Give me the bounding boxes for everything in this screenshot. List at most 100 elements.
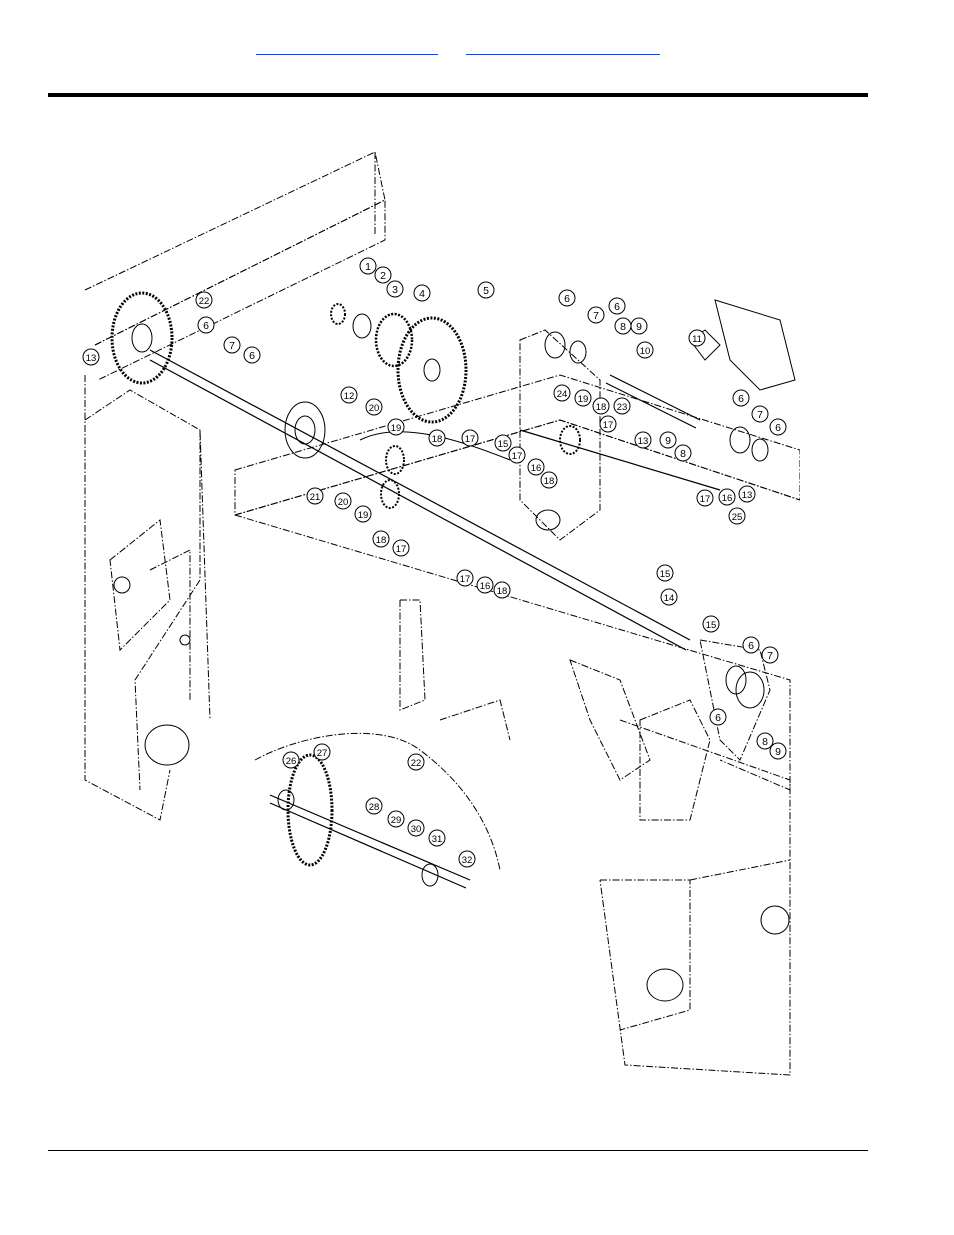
callout-circle (696, 489, 714, 507)
callout-circle (709, 708, 727, 726)
callout-number: 6 (775, 422, 781, 434)
callout-circle (540, 471, 558, 489)
header-link-right[interactable] (466, 40, 660, 55)
callout-8: 8 (756, 732, 774, 750)
callout-number: 8 (680, 448, 686, 460)
callout-circle (195, 291, 213, 309)
callout-circle (392, 539, 410, 557)
callout-7: 7 (761, 646, 779, 664)
callout-18: 18 (428, 429, 446, 447)
callout-number: 7 (593, 310, 599, 322)
callout-circle (634, 431, 652, 449)
callout-number: 15 (660, 569, 671, 580)
callout-number: 8 (620, 321, 626, 333)
callout-circle (769, 742, 787, 760)
callout-9: 9 (769, 742, 787, 760)
callout-number: 17 (603, 420, 614, 431)
callout-circle (656, 564, 674, 582)
callout-circle (340, 386, 358, 404)
callout-circle (702, 615, 720, 633)
callout-3: 3 (386, 280, 404, 298)
callout-17: 17 (508, 446, 526, 464)
callout-6: 6 (742, 636, 760, 654)
callout-6: 6 (243, 346, 261, 364)
callout-number: 17 (465, 434, 476, 445)
callout-circle (494, 434, 512, 452)
callout-5: 5 (477, 281, 495, 299)
callout-circle (769, 418, 787, 436)
callout-20: 20 (334, 492, 352, 510)
callout-number: 32 (462, 855, 473, 866)
callout-circle (527, 458, 545, 476)
callout-circle (732, 389, 750, 407)
callout-7: 7 (587, 306, 605, 324)
callout-9: 9 (630, 317, 648, 335)
callout-number: 31 (432, 834, 443, 845)
callout-circle (493, 581, 511, 599)
callout-number: 6 (249, 350, 255, 362)
callout-circle (407, 819, 425, 837)
callout-6: 6 (608, 297, 626, 315)
callout-circle (428, 429, 446, 447)
callout-circle (456, 569, 474, 587)
callout-number: 15 (498, 439, 509, 450)
callout-number: 13 (638, 436, 649, 447)
callout-circle (306, 487, 324, 505)
callout-number: 9 (636, 321, 642, 333)
callout-16: 16 (476, 576, 494, 594)
callout-number: 20 (369, 403, 380, 414)
callout-circle (365, 398, 383, 416)
callout-12: 12 (340, 386, 358, 404)
callout-18: 18 (372, 530, 390, 548)
callout-number: 12 (344, 391, 355, 402)
callout-18: 18 (493, 581, 511, 599)
callout-circle (386, 280, 404, 298)
callout-number: 27 (317, 748, 328, 759)
callout-circle (553, 384, 571, 402)
callout-number: 6 (614, 301, 620, 313)
callout-number: 18 (432, 434, 443, 445)
callout-number: 4 (419, 288, 425, 300)
callout-number: 18 (544, 476, 555, 487)
callout-circle (558, 289, 576, 307)
callout-6: 6 (732, 389, 750, 407)
frame-outlines (84, 151, 800, 1076)
callout-circle (477, 281, 495, 299)
callout-number: 19 (391, 423, 402, 434)
header-rule (48, 93, 868, 97)
callout-9: 9 (659, 431, 677, 449)
callout-circle (372, 530, 390, 548)
callout-21: 21 (306, 487, 324, 505)
callout-number: 29 (391, 815, 402, 826)
callout-circle (688, 329, 706, 347)
sprockets (110, 291, 796, 1002)
callout-2: 2 (374, 266, 392, 284)
callout-number: 9 (665, 435, 671, 447)
callout-11: 11 (688, 329, 706, 347)
callout-6: 6 (558, 289, 576, 307)
callout-number: 24 (557, 389, 568, 400)
callout-4: 4 (413, 284, 431, 302)
callout-7: 7 (751, 405, 769, 423)
callout-circle (243, 346, 261, 364)
callout-circle (718, 488, 736, 506)
callout-circle (674, 444, 692, 462)
callout-19: 19 (354, 505, 372, 523)
header-link-left[interactable] (256, 40, 438, 55)
callout-number: 17 (396, 544, 407, 555)
callout-17: 17 (456, 569, 474, 587)
callout-16: 16 (718, 488, 736, 506)
callout-number: 1 (365, 261, 371, 273)
callout-number: 3 (392, 284, 398, 296)
callout-number: 2 (380, 270, 386, 282)
callout-number: 6 (203, 320, 209, 332)
callout-number: 16 (531, 463, 542, 474)
callout-number: 6 (715, 712, 721, 724)
callout-1: 1 (359, 257, 377, 275)
callout-number: 28 (369, 802, 380, 813)
callout-13: 13 (82, 348, 100, 366)
callout-circle (608, 297, 626, 315)
callout-circle (334, 492, 352, 510)
callout-16: 16 (527, 458, 545, 476)
callout-circle (461, 429, 479, 447)
